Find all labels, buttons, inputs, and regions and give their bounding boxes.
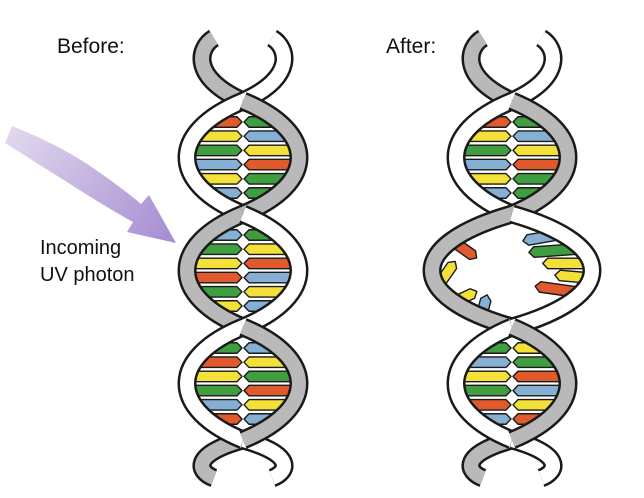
base-pairs (190, 116, 296, 425)
backbone-strands (422, 29, 602, 487)
broken-base-stub (542, 257, 586, 270)
base-pair-row (190, 271, 296, 284)
after-label: After: (386, 35, 436, 58)
base-pair-row (194, 398, 292, 411)
base-pair-row (194, 285, 292, 298)
photon-label-line1: Incoming (40, 237, 121, 259)
base-pair-row (190, 384, 296, 397)
base-pair-row (190, 370, 296, 383)
base-pair-row (194, 243, 292, 256)
base-pair-row (459, 144, 565, 157)
base-pair-row (194, 130, 292, 143)
base-pair-row (190, 257, 296, 270)
photon-label-line2: UV photon (40, 264, 135, 286)
base-pair-row (463, 172, 561, 185)
base-pair-row (463, 398, 561, 411)
base-pair-row (194, 172, 292, 185)
dna-helix-after (422, 29, 602, 487)
base-pair-row (459, 384, 565, 397)
base-pair-row (194, 356, 292, 369)
base-pair-row (463, 356, 561, 369)
base-pair-row (190, 158, 296, 171)
before-label: Before: (57, 35, 125, 58)
backbone-strands (177, 29, 309, 487)
base-pair-row (459, 370, 565, 383)
dna-helix-before (177, 29, 309, 487)
base-pair-row (190, 144, 296, 157)
uv-photon-arrow (5, 126, 176, 243)
base-pair-row (459, 158, 565, 171)
base-pair-row (463, 130, 561, 143)
